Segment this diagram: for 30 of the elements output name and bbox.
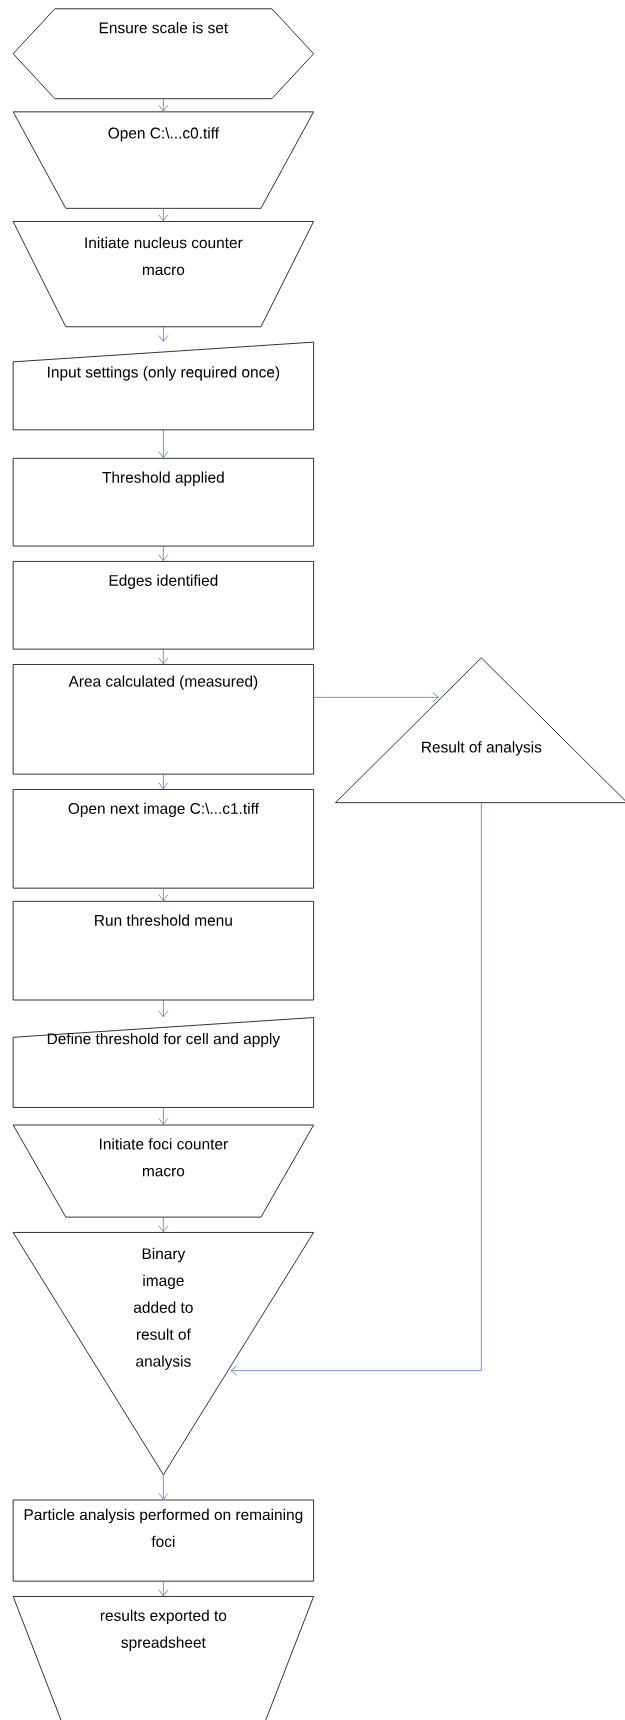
arrow	[158, 429, 169, 459]
arrow	[158, 1107, 169, 1125]
arrow	[158, 1580, 169, 1597]
process-box: Particle analysis performed on remaining foci	[12, 1499, 314, 1582]
process-box: Run threshold menu	[12, 900, 314, 1001]
arrow	[158, 326, 169, 342]
arrow	[158, 1216, 169, 1233]
arrow	[158, 545, 169, 562]
arrow	[158, 648, 169, 665]
manual-operation-trapezoid: Open C:\...c0.tiff	[12, 111, 314, 209]
process-box: Edges identified	[12, 561, 314, 650]
extract-triangle: Result of analysis	[335, 657, 625, 804]
arrow	[158, 999, 169, 1018]
arrow	[158, 887, 169, 902]
manual-input-box: Define threshold for cell and apply	[12, 1017, 314, 1108]
arrow	[158, 773, 169, 790]
manual-operation-trapezoid: Initiate nucleus counter macro	[12, 221, 314, 328]
merge-triangle: Binary image added to result of analysis	[12, 1232, 314, 1476]
preparation-hexagon: Ensure scale is set	[12, 8, 314, 100]
arrow	[158, 207, 169, 222]
manual-input-box: Input settings (only required once)	[12, 341, 314, 431]
process-box: Open next image C:\...c1.tiff	[12, 789, 314, 889]
process-box: Area calculated (measured)	[12, 664, 314, 775]
arrow	[158, 1474, 169, 1500]
manual-operation-trapezoid: results exported to spreadsheet	[12, 1596, 314, 1720]
arrow	[313, 692, 440, 703]
manual-operation-trapezoid: Initiate foci counter macro	[12, 1124, 314, 1218]
arrow	[230, 802, 482, 1376]
arrow	[158, 98, 169, 112]
process-box: Threshold applied	[12, 457, 314, 547]
